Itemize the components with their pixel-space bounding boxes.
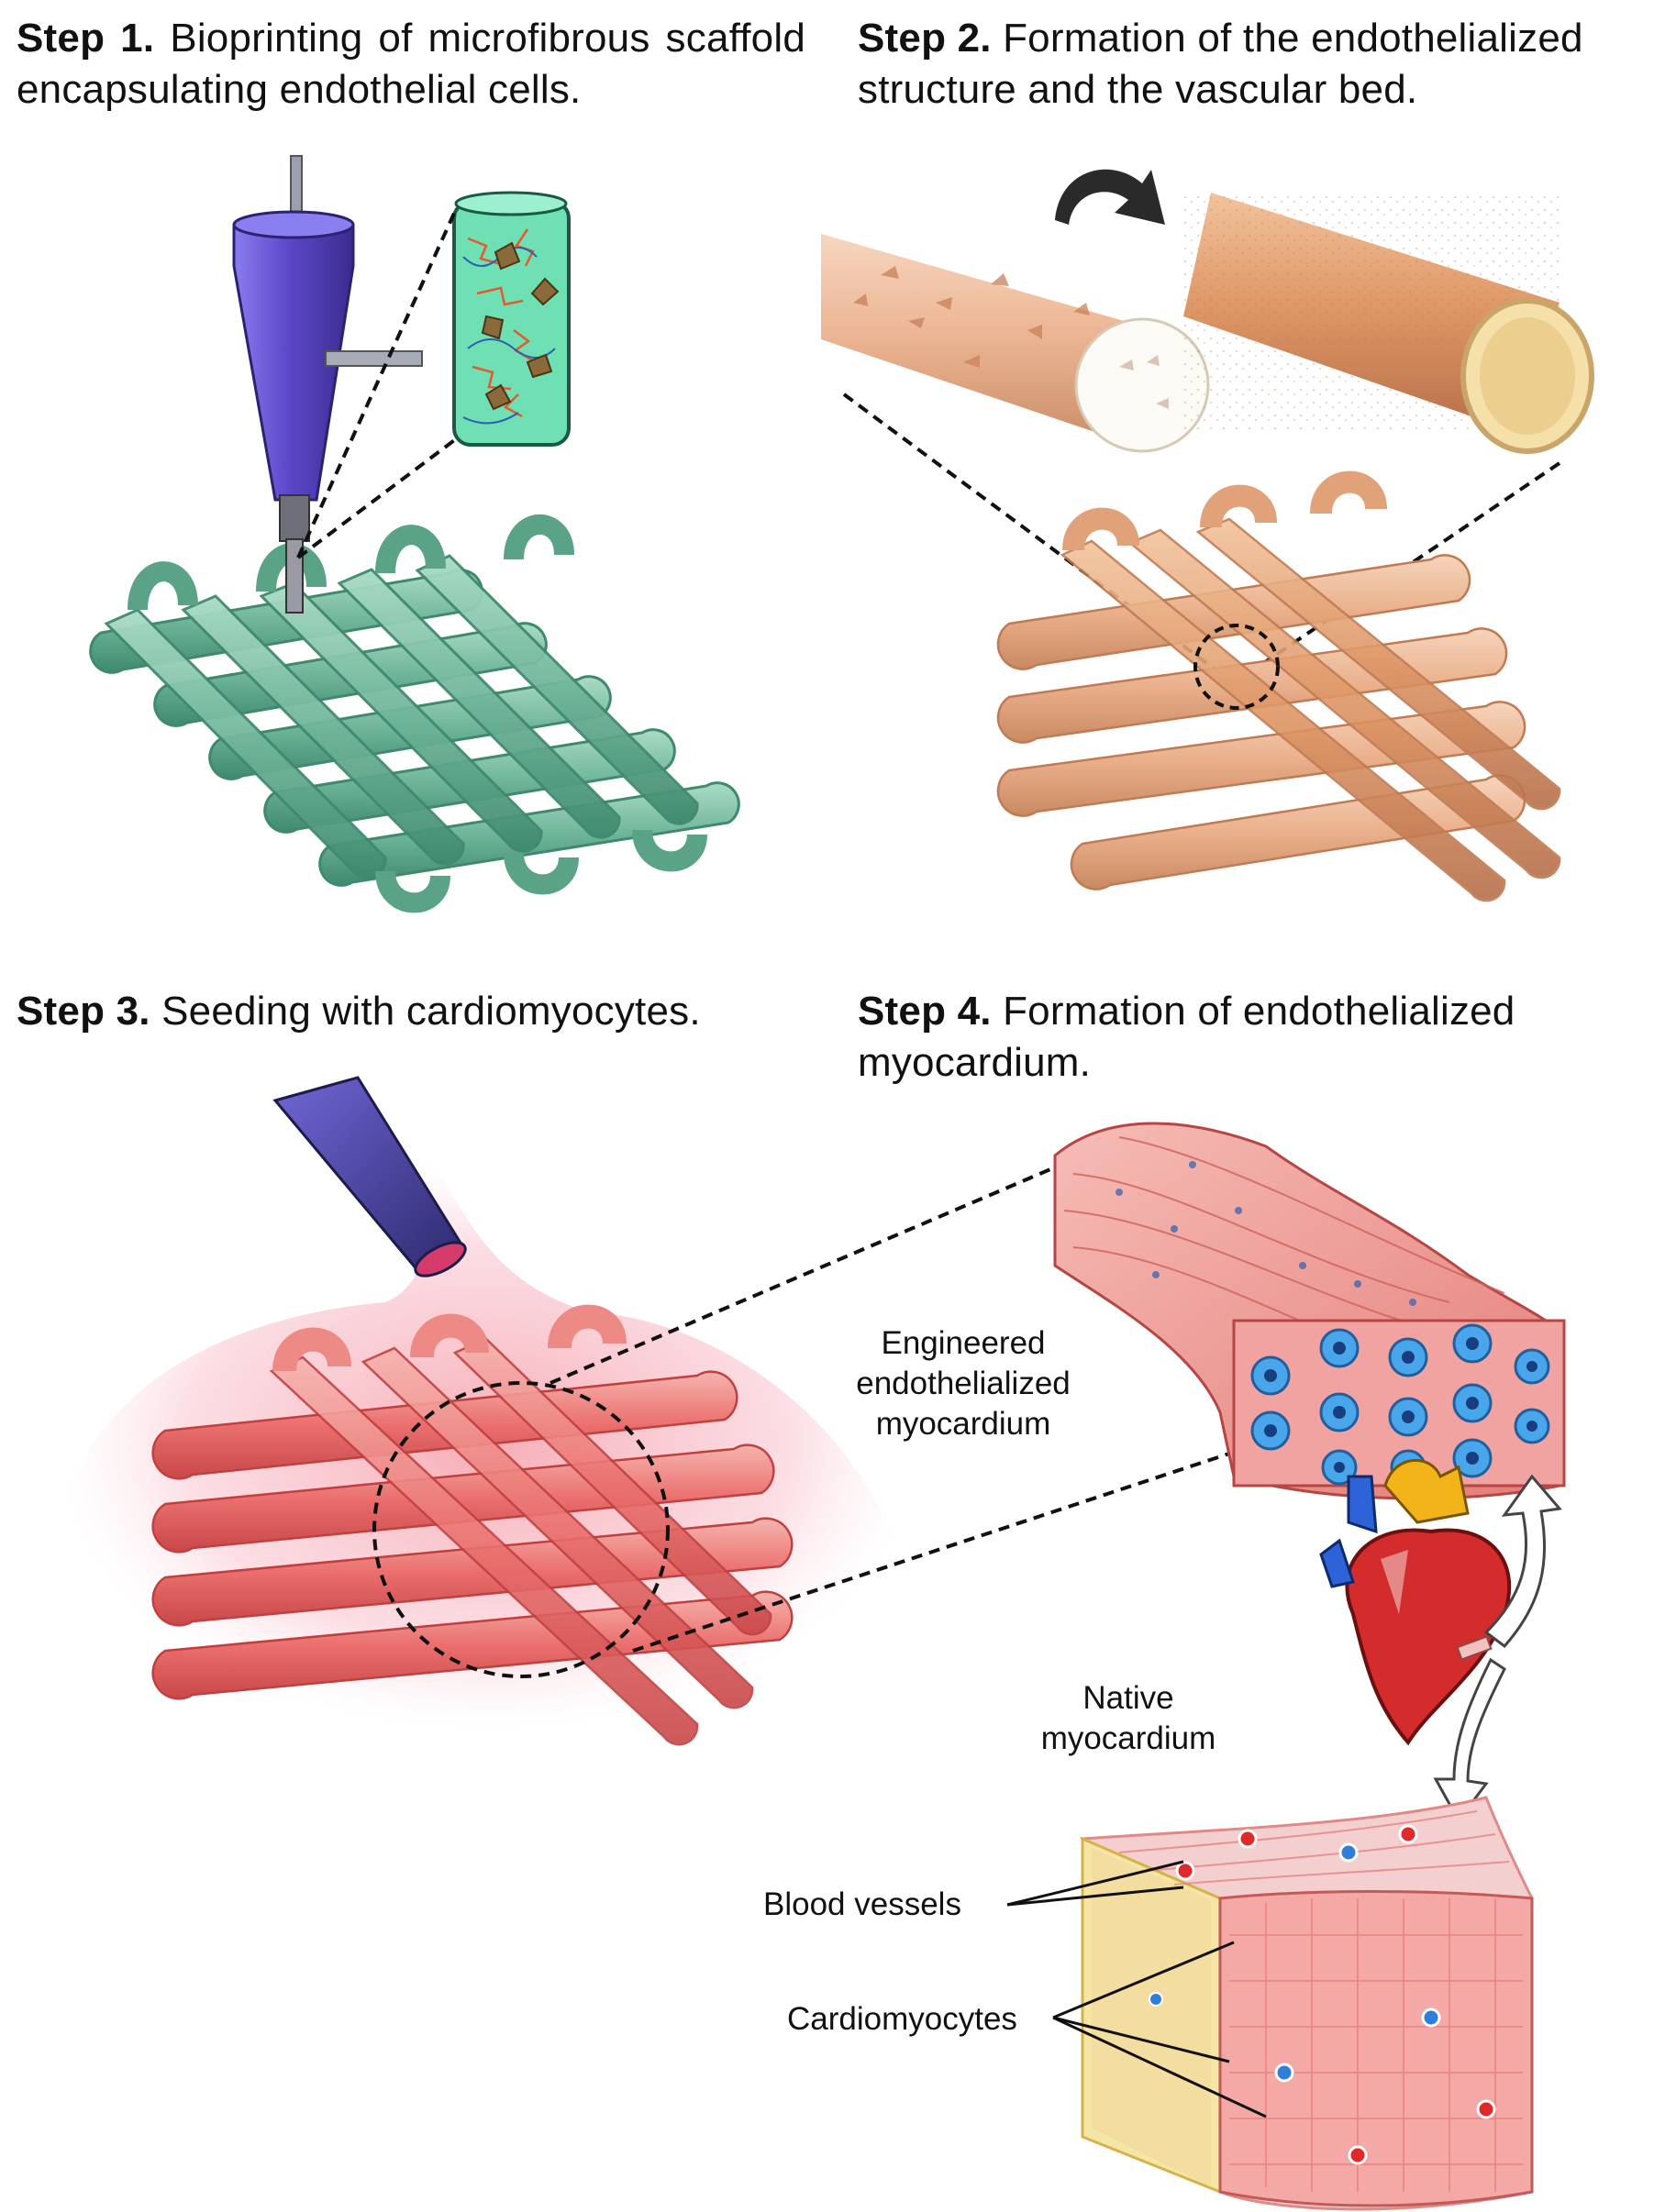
step2-illustration bbox=[821, 169, 1594, 902]
step2-text: Formation of the endothelialized structu… bbox=[858, 16, 1583, 112]
curved-arrow-icon bbox=[1055, 169, 1165, 225]
fiber-inset bbox=[452, 191, 571, 447]
step1-text: Bioprinting of microfibrous scaffold enc… bbox=[17, 16, 805, 112]
step4-illustration bbox=[1006, 1122, 1566, 2211]
blood-vessels-label: Blood vessels bbox=[763, 1886, 961, 1922]
step1-illustration bbox=[89, 155, 740, 913]
step3-caption: Step 3. Seeding with cardiomyocytes. bbox=[17, 986, 824, 1037]
native-myocardium bbox=[1079, 1796, 1534, 2211]
step1-label: Step 1. bbox=[17, 16, 155, 61]
step4-label: Step 4. bbox=[858, 989, 992, 1034]
tan-scaffold bbox=[996, 470, 1561, 902]
step3-illustration bbox=[58, 1076, 1230, 1746]
step3-label: Step 3. bbox=[17, 989, 150, 1034]
cardiomyocytes-label: Cardiomyocytes bbox=[787, 2001, 1017, 2037]
step3-text: Seeding with cardiomyocytes. bbox=[161, 989, 701, 1034]
seeding-nozzle bbox=[272, 1076, 467, 1277]
curved-arrow-up-icon bbox=[1483, 1474, 1562, 1649]
red-scaffold bbox=[151, 1304, 794, 1746]
annotation-pointers bbox=[1006, 1860, 1267, 2118]
engineered-myocardium bbox=[1053, 1122, 1566, 1500]
step2-label: Step 2. bbox=[858, 16, 992, 61]
blood-vessel-markers bbox=[1149, 1824, 1496, 2165]
step1-caption: Step 1. Bioprinting of microfibrous scaf… bbox=[17, 13, 805, 116]
step2-caption: Step 2. Formation of the endothelialized… bbox=[858, 13, 1647, 116]
heart-icon bbox=[1319, 1458, 1512, 1746]
hollow-vessel bbox=[1183, 193, 1594, 454]
green-scaffold bbox=[89, 514, 740, 913]
native-myocardium-label: Native myocardium bbox=[1040, 1680, 1216, 1756]
bioprinter-nozzle bbox=[232, 155, 423, 614]
fiber-with-cells bbox=[821, 234, 1210, 453]
engineered-myocardium-label: Engineered endothelialized myocardium bbox=[856, 1325, 1071, 1442]
step4-text: Formation of endothelialized myocardium. bbox=[858, 989, 1515, 1085]
step4-caption: Step 4. Formation of endothelialized myo… bbox=[858, 986, 1601, 1089]
